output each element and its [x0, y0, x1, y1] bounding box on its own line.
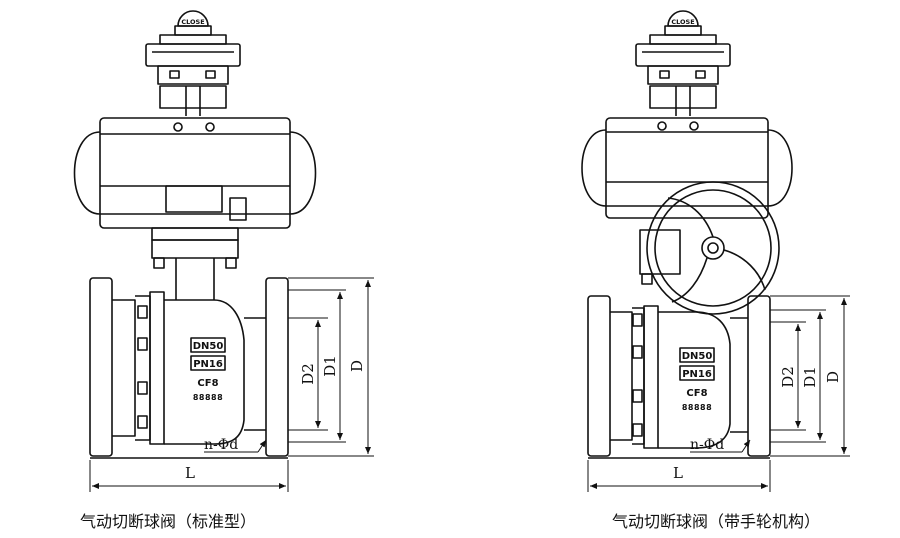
caption-standard: 气动切断球阀（标准型）: [80, 512, 257, 531]
nameplate-size: DN50: [193, 341, 224, 352]
nameplate-pressure: PN16: [682, 369, 712, 380]
dim-length-label: L: [673, 464, 683, 482]
nameplate-material: CF8: [686, 388, 707, 399]
valve-drawings: CLOSE: [73, 10, 850, 492]
dim-holes-label: n-Φd: [204, 437, 238, 453]
valve-body: [89, 277, 289, 459]
nameplate-serial: 88888: [682, 403, 712, 412]
dim-d2-label: D2: [779, 366, 797, 388]
dim-d-label: D: [824, 371, 842, 383]
nameplate-pressure: PN16: [193, 359, 223, 370]
valve-handwheel: CLOSE: [581, 10, 850, 492]
indicator-label: CLOSE: [671, 18, 694, 26]
handwheel: [646, 181, 780, 315]
indicator-label: CLOSE: [181, 18, 204, 26]
nameplate-size: DN50: [682, 351, 713, 362]
valve-stem: [175, 258, 215, 300]
caption-handwheel: 气动切断球阀（带手轮机构）: [612, 512, 821, 531]
pneumatic-actuator: [581, 117, 793, 285]
dimension-lines: [587, 295, 850, 492]
dimension-lines: [89, 277, 374, 492]
nameplate: DN50 PN16 CF8 88888: [679, 347, 715, 412]
valve-body: [587, 295, 771, 459]
nameplate-serial: 88888: [193, 393, 223, 402]
dim-d2-label: D2: [299, 363, 317, 385]
valve-standard: CLOSE: [73, 10, 374, 492]
position-indicator: CLOSE: [635, 10, 731, 116]
nameplate-material: CF8: [197, 378, 218, 389]
dim-d1-label: D1: [801, 366, 819, 388]
nameplate: DN50 PN16 CF8 88888: [190, 337, 226, 402]
position-indicator: CLOSE: [145, 10, 241, 116]
dim-d1-label: D1: [321, 355, 339, 377]
pneumatic-actuator: [73, 117, 317, 269]
dim-d-label: D: [348, 360, 366, 372]
dim-length-label: L: [185, 464, 195, 482]
dim-holes-label: n-Φd: [690, 437, 724, 453]
